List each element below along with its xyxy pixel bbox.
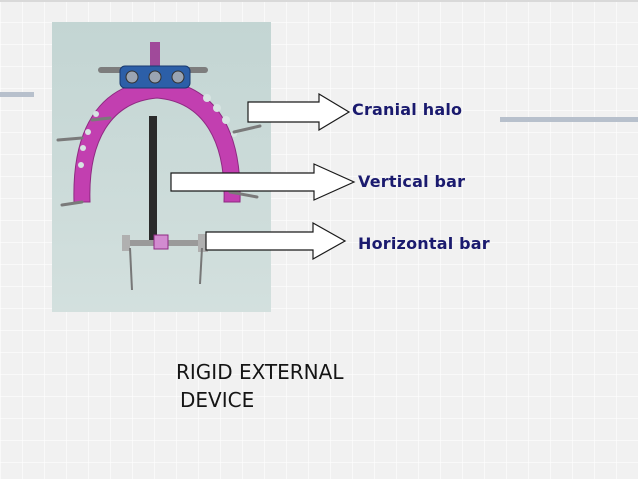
cranial-halo-arrow <box>247 93 351 131</box>
caption-line-1: RIGID EXTERNAL <box>176 360 344 384</box>
halo-pins <box>56 116 262 207</box>
top-rule <box>0 0 638 2</box>
horizontal-bar-arrow <box>205 222 347 260</box>
left-accent-bar <box>0 92 34 97</box>
device-illustration <box>52 22 271 312</box>
vertical-bar-arrow <box>170 163 356 201</box>
top-post <box>150 42 160 74</box>
slide-caption: RIGID EXTERNAL DEVICE <box>176 358 343 414</box>
left-skull-pin <box>129 247 133 291</box>
right-accent-bar <box>500 117 638 122</box>
device-photo <box>52 22 271 312</box>
horizontal-bar-label: Horizontal bar <box>358 234 490 253</box>
vertical-bar-label: Vertical bar <box>358 172 466 191</box>
cranial-halo-label: Cranial halo <box>352 100 463 119</box>
right-skull-pin <box>199 247 203 285</box>
halo-ring <box>73 79 241 203</box>
caption-line-2: DEVICE <box>180 388 255 412</box>
vertical-bar <box>149 116 157 240</box>
